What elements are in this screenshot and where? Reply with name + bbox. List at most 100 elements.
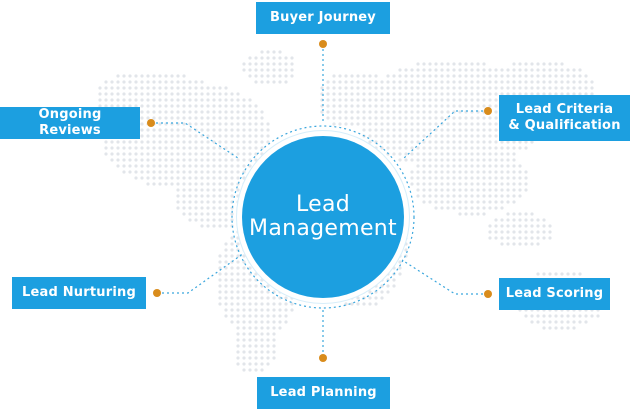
map-dot: [266, 56, 270, 60]
map-dot: [536, 272, 540, 276]
map-dot: [230, 122, 234, 126]
map-dot: [362, 86, 366, 90]
map-dot: [212, 200, 216, 204]
map-dot: [188, 92, 192, 96]
map-dot: [572, 80, 576, 84]
map-dot: [446, 170, 450, 174]
map-dot: [458, 122, 462, 126]
map-dot: [530, 86, 534, 90]
map-dot: [434, 206, 438, 210]
map-dot: [452, 200, 456, 204]
map-dot: [176, 140, 180, 144]
map-dot: [440, 116, 444, 120]
map-dot: [236, 308, 240, 312]
map-dot: [176, 80, 180, 84]
map-dot: [452, 146, 456, 150]
map-dot: [374, 296, 378, 300]
map-dot: [404, 134, 408, 138]
map-dot: [386, 284, 390, 288]
map-dot: [494, 152, 498, 156]
map-dot: [512, 182, 516, 186]
map-dot: [266, 338, 270, 342]
map-dot: [560, 272, 564, 276]
map-dot: [188, 188, 192, 192]
map-dot: [140, 116, 144, 120]
map-dot: [116, 104, 120, 108]
map-dot: [458, 170, 462, 174]
map-dot: [224, 86, 228, 90]
map-dot: [218, 182, 222, 186]
map-dot: [554, 62, 558, 66]
map-dot: [440, 146, 444, 150]
map-dot: [482, 104, 486, 108]
map-dot: [392, 104, 396, 108]
map-dot: [548, 62, 552, 66]
map-dot: [158, 140, 162, 144]
map-dot: [482, 86, 486, 90]
map-dot: [446, 152, 450, 156]
map-dot: [176, 98, 180, 102]
map-dot: [566, 92, 570, 96]
map-dot: [242, 116, 246, 120]
map-dot: [440, 74, 444, 78]
map-dot: [428, 116, 432, 120]
map-dot: [164, 86, 168, 90]
map-dot: [488, 230, 492, 234]
map-dot: [326, 110, 330, 114]
map-dot: [242, 278, 246, 282]
map-dot: [524, 92, 528, 96]
map-dot: [338, 92, 342, 96]
map-dot: [356, 98, 360, 102]
map-dot: [338, 110, 342, 114]
map-dot: [422, 182, 426, 186]
map-dot: [488, 188, 492, 192]
map-dot: [146, 74, 150, 78]
map-dot: [200, 110, 204, 114]
map-dot: [266, 62, 270, 66]
map-dot: [242, 284, 246, 288]
map-dot: [398, 254, 402, 258]
map-dot: [368, 296, 372, 300]
map-dot: [446, 182, 450, 186]
map-dot: [110, 80, 114, 84]
map-dot: [182, 80, 186, 84]
map-dot: [188, 80, 192, 84]
map-dot: [356, 80, 360, 84]
node-label-lead-planning: Lead Planning: [270, 385, 377, 400]
map-dot: [224, 188, 228, 192]
map-dot: [446, 146, 450, 150]
map-dot: [446, 68, 450, 72]
map-dot: [200, 158, 204, 162]
map-dot: [194, 80, 198, 84]
map-dot: [404, 236, 408, 240]
map-dot: [584, 92, 588, 96]
map-dot: [248, 104, 252, 108]
map-dot: [434, 110, 438, 114]
map-dot: [554, 326, 558, 330]
map-dot: [428, 134, 432, 138]
map-dot: [440, 164, 444, 168]
map-dot: [218, 116, 222, 120]
map-dot: [230, 128, 234, 132]
map-dot: [236, 338, 240, 342]
map-dot: [362, 122, 366, 126]
map-dot: [140, 104, 144, 108]
map-dot: [476, 182, 480, 186]
map-dot: [206, 146, 210, 150]
map-dot: [260, 68, 264, 72]
map-dot: [158, 92, 162, 96]
map-dot: [482, 116, 486, 120]
map-dot: [464, 92, 468, 96]
map-dot: [404, 74, 408, 78]
map-dot: [260, 284, 264, 288]
map-dot: [494, 110, 498, 114]
map-dot: [470, 122, 474, 126]
map-dot: [392, 140, 396, 144]
map-dot: [554, 314, 558, 318]
map-dot: [146, 158, 150, 162]
map-dot: [212, 212, 216, 216]
map-dot: [470, 158, 474, 162]
map-dot: [536, 242, 540, 246]
map-dot: [260, 140, 264, 144]
map-dot: [422, 122, 426, 126]
